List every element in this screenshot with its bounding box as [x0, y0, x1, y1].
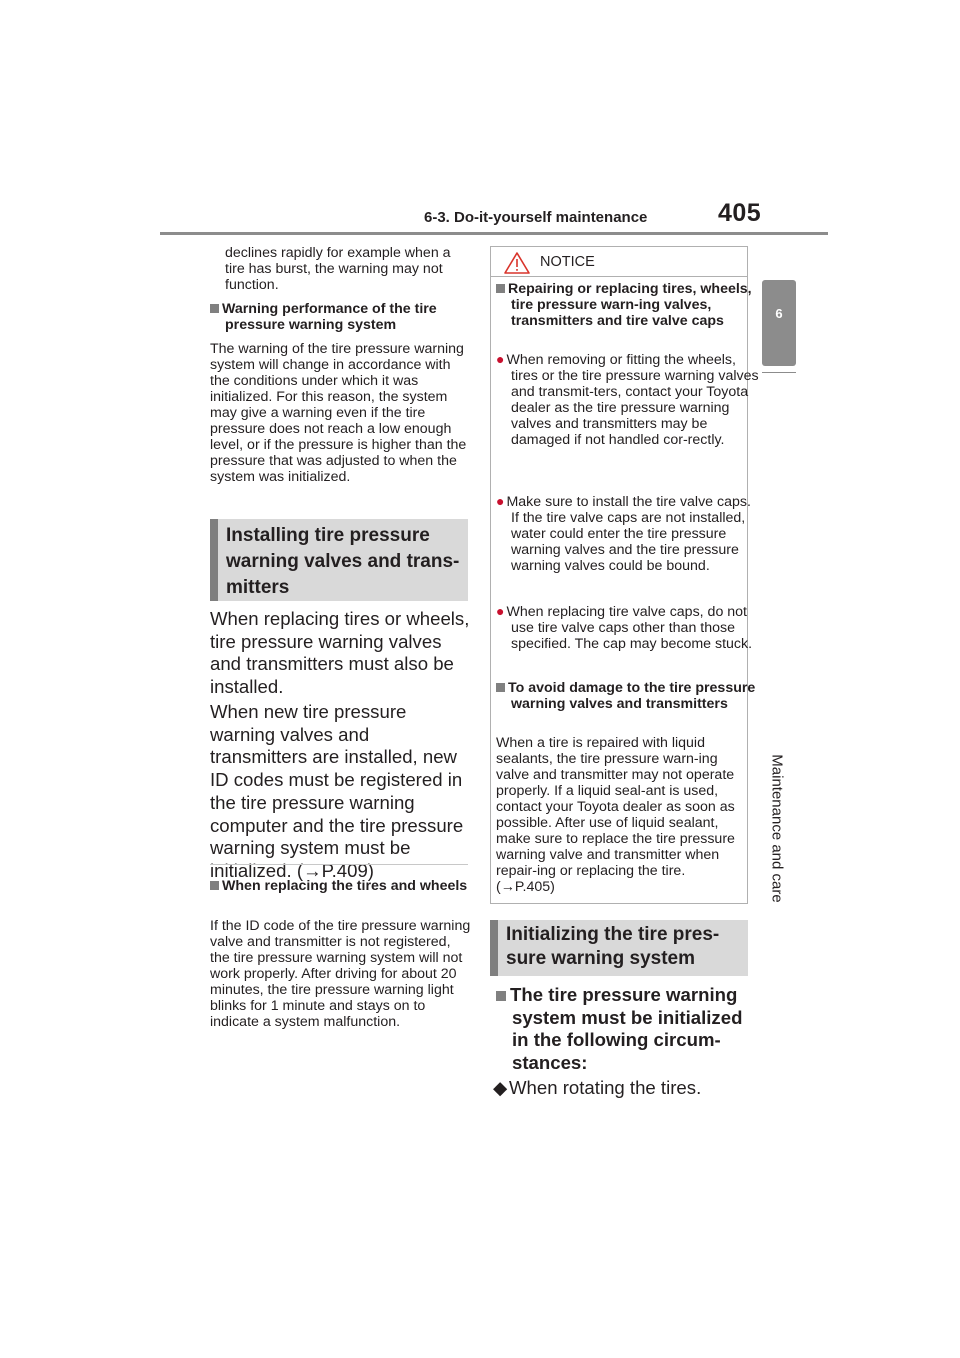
installing-section-title: Installing tire pressure warning valves …: [226, 525, 460, 598]
square-bullet-icon: [210, 881, 219, 890]
replacing-tires-title: When replacing the tires and wheels: [222, 878, 468, 894]
initializing-section-title: Initializing the tire pres-sure warning …: [506, 924, 720, 969]
divider: [210, 864, 468, 865]
chapter-tab-divider: [762, 372, 796, 373]
notice-title: NOTICE: [540, 254, 595, 270]
new-id-paragraph: When new tire pressure warning valves an…: [210, 701, 464, 881]
bullet-dot-icon: ●: [496, 351, 505, 367]
section-title: 6-3. Do-it-yourself maintenance: [424, 209, 648, 226]
header-rule: [160, 232, 828, 235]
notice-avoid-damage-heading: To avoid damage to the tire pressure war…: [496, 680, 759, 712]
square-bullet-icon: [496, 284, 505, 293]
notice-header-divider: [491, 276, 747, 277]
bullet-dot-icon: ●: [496, 603, 505, 619]
notice-bullet-2: ●Make sure to install the tire valve cap…: [496, 493, 751, 574]
notice-avoid-damage-title: To avoid damage to the tire pressure war…: [508, 680, 756, 712]
rotating-bullet: ◆When rotating the tires.: [493, 1077, 743, 1100]
square-bullet-icon: [210, 304, 219, 313]
rotating-bullet-text: When rotating the tires.: [509, 1077, 702, 1098]
notice-repairing-heading: Repairing or replacing tires, wheels, ti…: [496, 281, 759, 329]
replacing-tires-heading: When replacing the tires and wheels: [210, 878, 485, 894]
initialize-heading-text: The tire pressure warning system must be…: [510, 984, 743, 1074]
warning-triangle-icon: [504, 252, 530, 279]
warning-performance-body: The warning of the tire pressure warning…: [210, 341, 467, 485]
warning-performance-title: Warning performance of the tire pressure…: [222, 301, 437, 333]
notice-repairing-title: Repairing or replacing tires, wheels, ti…: [508, 281, 752, 329]
chapter-label: Maintenance and care: [768, 754, 786, 903]
notice-bullet-3: ●When replacing tire valve caps, do not …: [496, 603, 753, 652]
initializing-section-banner: Initializing the tire pres-sure warning …: [490, 920, 748, 976]
warning-performance-heading: Warning performance of the tire pressure…: [210, 301, 485, 333]
installing-section-banner: Installing tire pressure warning valves …: [210, 519, 468, 601]
square-bullet-icon: [496, 683, 505, 692]
replacing-tires-body: If the ID code of the tire pressure warn…: [210, 918, 471, 1030]
initialize-heading: The tire pressure warning system must be…: [496, 984, 762, 1075]
replacing-paragraph: When replacing tires or wheels, tire pre…: [210, 608, 470, 698]
chapter-number: 6: [775, 306, 783, 321]
intro-text: declines rapidly for example when a tire…: [225, 245, 451, 293]
notice-avoid-damage-body: When a tire is repaired with liquid seal…: [496, 735, 735, 895]
notice-bullet-1: ●When removing or fitting the wheels, ti…: [496, 351, 759, 448]
square-bullet-icon: [496, 991, 506, 1001]
notice-box: [490, 246, 748, 904]
bullet-dot-icon: ●: [496, 493, 505, 509]
page-number: 405: [718, 199, 762, 227]
bullet-diamond-icon: ◆: [493, 1077, 508, 1098]
chapter-tab: [762, 280, 796, 366]
